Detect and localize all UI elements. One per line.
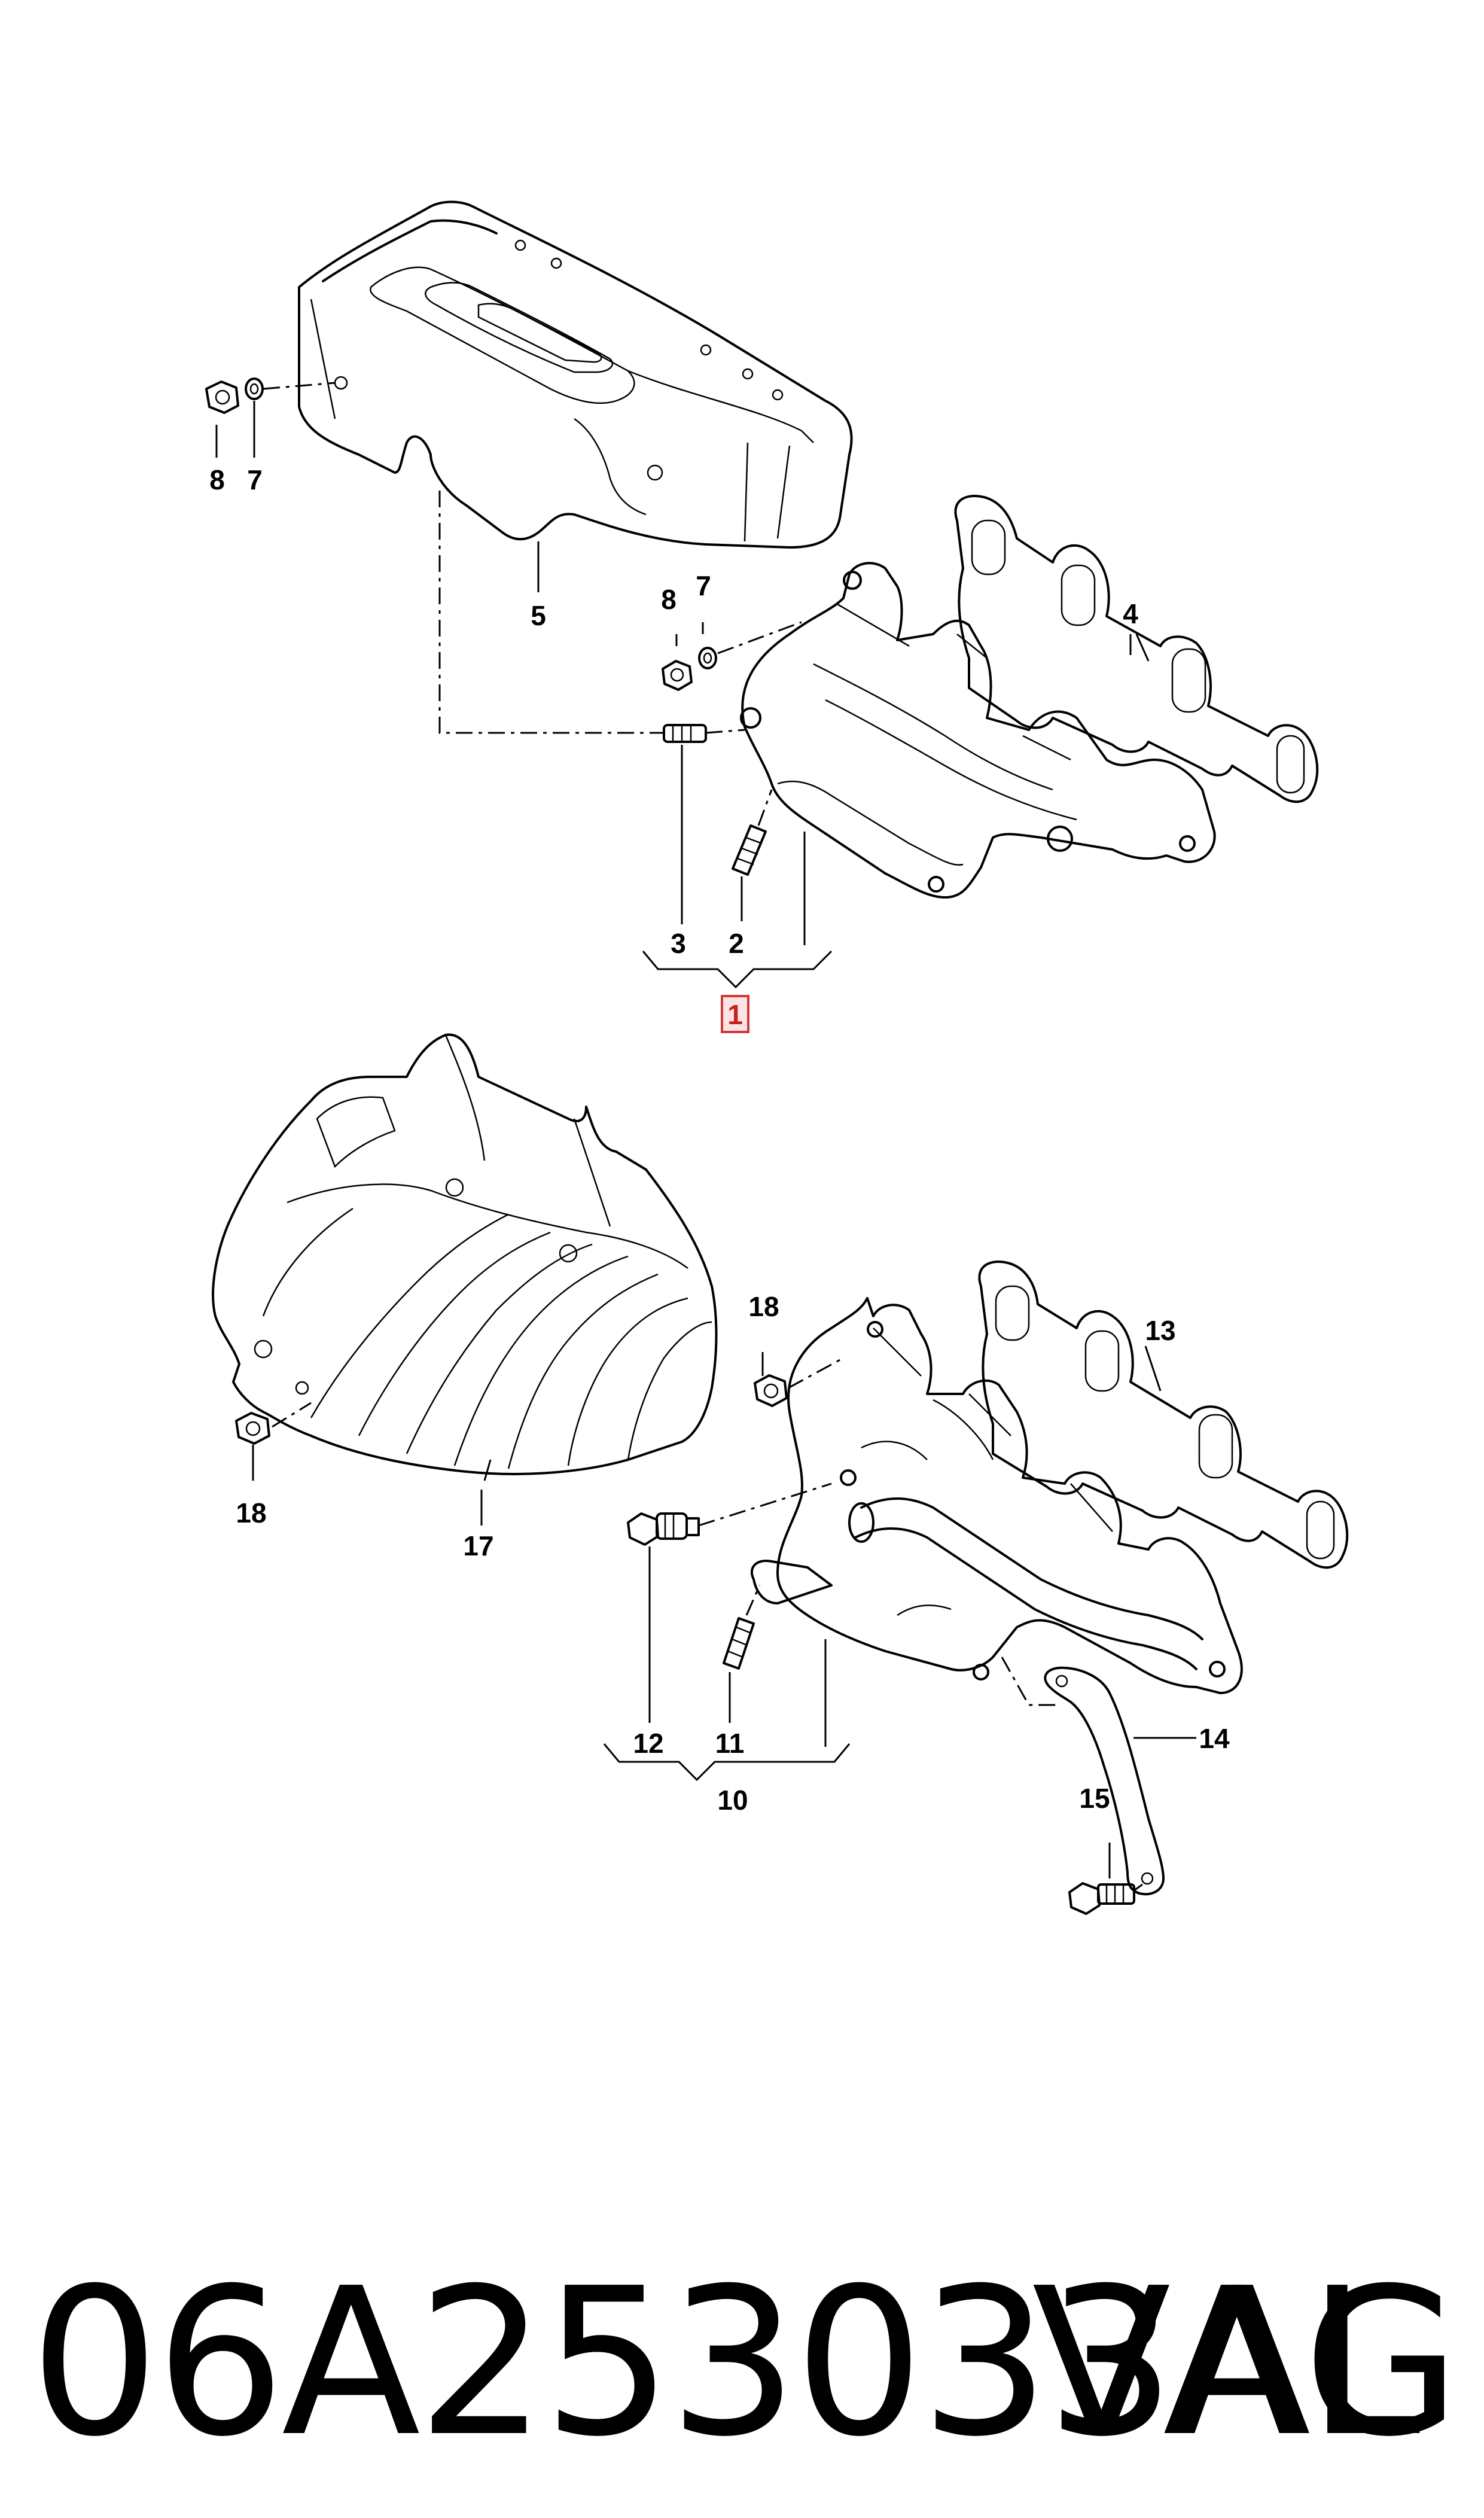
sensor-plug-part-12 — [627, 1512, 700, 1546]
stud-part-11 — [723, 1617, 755, 1670]
nut-upper-mid — [662, 660, 693, 691]
callout-14: 14 — [1199, 1723, 1230, 1754]
callout-15: 15 — [1079, 1783, 1110, 1814]
exhaust-manifold-upper — [740, 562, 1216, 899]
footer: 06A253033AL VAG — [30, 2237, 1465, 2489]
gasket-upper — [954, 495, 1319, 803]
callout-13: 13 — [1145, 1315, 1175, 1346]
callout-5: 5 — [531, 600, 546, 631]
nut-lower-mid — [754, 1374, 788, 1407]
washer-upper-mid — [698, 647, 717, 669]
part-number: 06A253033AL — [30, 2245, 1421, 2482]
callout-3: 3 — [671, 928, 686, 959]
washer-upper-left — [245, 377, 264, 400]
heat-shield-upper — [298, 200, 853, 549]
nut-lower-left — [235, 1412, 270, 1445]
callout-8-upper-mid: 8 — [661, 584, 677, 615]
callout-17: 17 — [463, 1530, 493, 1561]
nut-upper-left — [205, 380, 239, 414]
stud-part-2 — [732, 824, 767, 876]
callout-10: 10 — [717, 1785, 748, 1816]
callout-7-upper-mid: 7 — [696, 570, 711, 601]
stud-part-3 — [663, 724, 707, 743]
callout-1: 1 — [727, 999, 743, 1030]
callout-12: 12 — [633, 1728, 663, 1759]
callout-7-upper-left: 7 — [247, 464, 263, 495]
callout-2: 2 — [729, 928, 744, 959]
bracket-part-14 — [1044, 1666, 1165, 1896]
bolt-part-15 — [1068, 1882, 1135, 1915]
callout-11: 11 — [715, 1728, 745, 1759]
callout-18-lower-mid: 18 — [748, 1291, 779, 1322]
heat-shield-lower — [212, 1033, 718, 1475]
gasket-lower — [978, 1260, 1349, 1569]
callout-18-lower-left: 18 — [236, 1497, 266, 1529]
exhaust-manifold-lower — [750, 1297, 1243, 1694]
brand-name: VAG — [1032, 2245, 1465, 2482]
callout-8-upper-left: 8 — [209, 464, 225, 495]
callout-4: 4 — [1123, 598, 1138, 629]
